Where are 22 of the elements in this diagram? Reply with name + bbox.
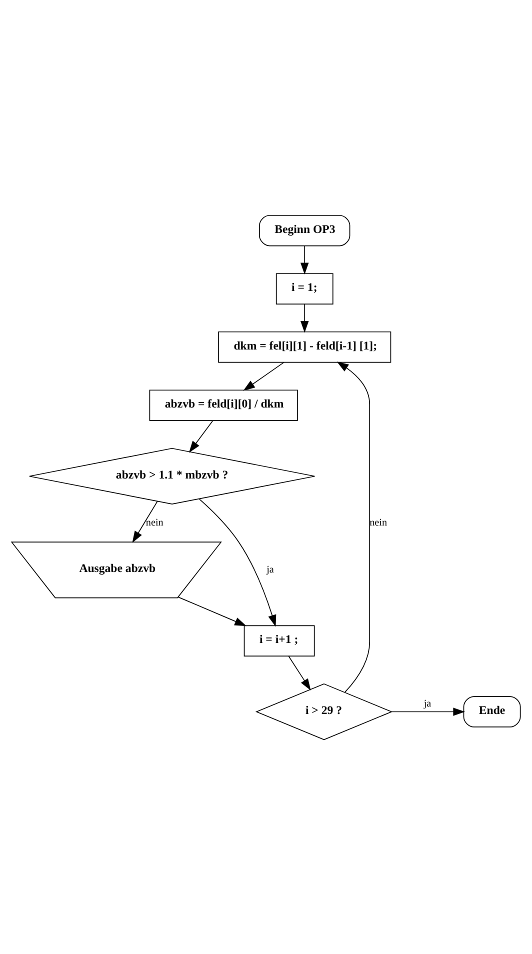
- node-box: dkm = fel[i][1] - feld[i-1] [1];: [218, 330, 392, 362]
- arrow: [336, 361, 370, 692]
- arrow: [178, 596, 247, 626]
- arrow: [188, 420, 214, 452]
- node-box: Beginn OP3: [259, 214, 350, 246]
- arrow: [391, 707, 466, 716]
- node-box: abzvb = feld[i][0] / dkm: [149, 389, 298, 420]
- arrow: [300, 303, 309, 332]
- node-diamond: i > 29 ?: [255, 682, 393, 740]
- arrow: [243, 361, 284, 390]
- edge-label: nein: [146, 517, 164, 528]
- arrow: [288, 655, 311, 690]
- arrow: [132, 500, 158, 542]
- node-box: i = 1;: [276, 272, 334, 304]
- edge-label: ja: [266, 564, 274, 576]
- edge-label: ja: [424, 698, 432, 709]
- arrow: [300, 245, 309, 274]
- node-box: Ende: [463, 696, 521, 727]
- node-diamond: abzvb > 1.1 * mbzvb ?: [29, 447, 316, 504]
- arrow: [198, 498, 276, 626]
- edge-label: nein: [370, 517, 388, 528]
- node-box: i = i+1 ;: [244, 624, 315, 656]
